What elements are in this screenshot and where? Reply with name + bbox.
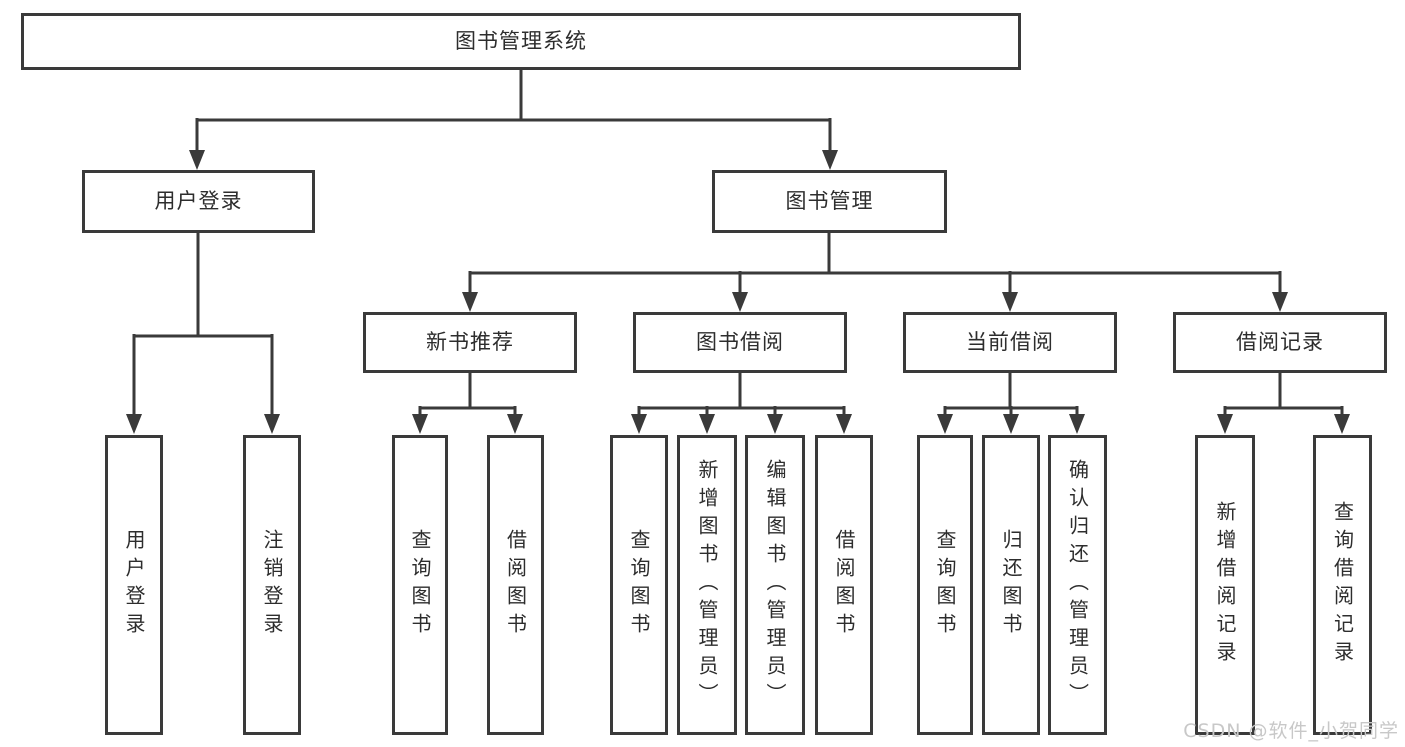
leaf-return-books: 归还图书 <box>982 435 1040 735</box>
leaf-borrow-books-recommend: 借阅图书 <box>487 435 544 735</box>
arrow-to-new-book-recommend <box>462 292 478 312</box>
arrow-to-leaf-add-book <box>699 414 715 434</box>
leaf-query-books-recommend: 查询图书 <box>392 435 448 735</box>
arrow-to-leaf-borrow-books-1 <box>507 414 523 434</box>
leaf-logout: 注销登录 <box>243 435 301 735</box>
arrow-to-leaf-add-borrow-record <box>1217 414 1233 434</box>
edges-book-borrow-children <box>631 373 852 434</box>
arrow-to-book-borrow <box>732 292 748 312</box>
leaf-add-book-admin: 新增图书（管理员） <box>677 435 737 735</box>
arrow-to-book-management <box>822 150 838 170</box>
leaf-query-books-borrow: 查询图书 <box>610 435 668 735</box>
leaf-add-borrow-record: 新增借阅记录 <box>1195 435 1255 735</box>
arrow-to-borrow-records <box>1272 292 1288 312</box>
leaf-user-login: 用户登录 <box>105 435 163 735</box>
arrow-to-leaf-borrow-books-2 <box>836 414 852 434</box>
node-book-management: 图书管理 <box>712 170 947 233</box>
node-user-login: 用户登录 <box>82 170 315 233</box>
edges-current-borrow-children <box>937 373 1085 434</box>
leaf-query-borrow-record: 查询借阅记录 <box>1313 435 1372 735</box>
node-borrow-records: 借阅记录 <box>1173 312 1387 373</box>
arrow-to-leaf-query-books-3 <box>937 414 953 434</box>
leaf-borrow-books: 借阅图书 <box>815 435 873 735</box>
arrow-to-leaf-query-books-1 <box>412 414 428 434</box>
leaf-confirm-return-admin: 确认归还（管理员） <box>1048 435 1107 735</box>
node-current-borrow: 当前借阅 <box>903 312 1117 373</box>
node-root: 图书管理系统 <box>21 13 1021 70</box>
edges-book-management-children <box>462 233 1288 312</box>
arrow-to-current-borrow <box>1002 292 1018 312</box>
arrow-to-leaf-user-login <box>126 414 142 434</box>
edges-new-book-recommend-children <box>412 373 523 434</box>
leaf-edit-book-admin: 编辑图书（管理员） <box>745 435 805 735</box>
edges-root-to-level2 <box>189 70 838 170</box>
node-new-book-recommend: 新书推荐 <box>363 312 577 373</box>
arrow-to-leaf-confirm-return <box>1069 414 1085 434</box>
csdn-watermark: CSDN @软件_小贺同学 <box>1183 720 1399 742</box>
edges-borrow-records-children <box>1217 373 1350 434</box>
arrow-to-leaf-return-books <box>1003 414 1019 434</box>
node-book-borrow: 图书借阅 <box>633 312 847 373</box>
arrow-to-leaf-edit-book <box>767 414 783 434</box>
edges-user-login-children <box>126 233 280 434</box>
leaf-query-books-current: 查询图书 <box>917 435 973 735</box>
arrow-to-user-login <box>189 150 205 170</box>
arrow-to-leaf-query-books-2 <box>631 414 647 434</box>
arrow-to-leaf-query-borrow-record <box>1334 414 1350 434</box>
arrow-to-leaf-logout <box>264 414 280 434</box>
